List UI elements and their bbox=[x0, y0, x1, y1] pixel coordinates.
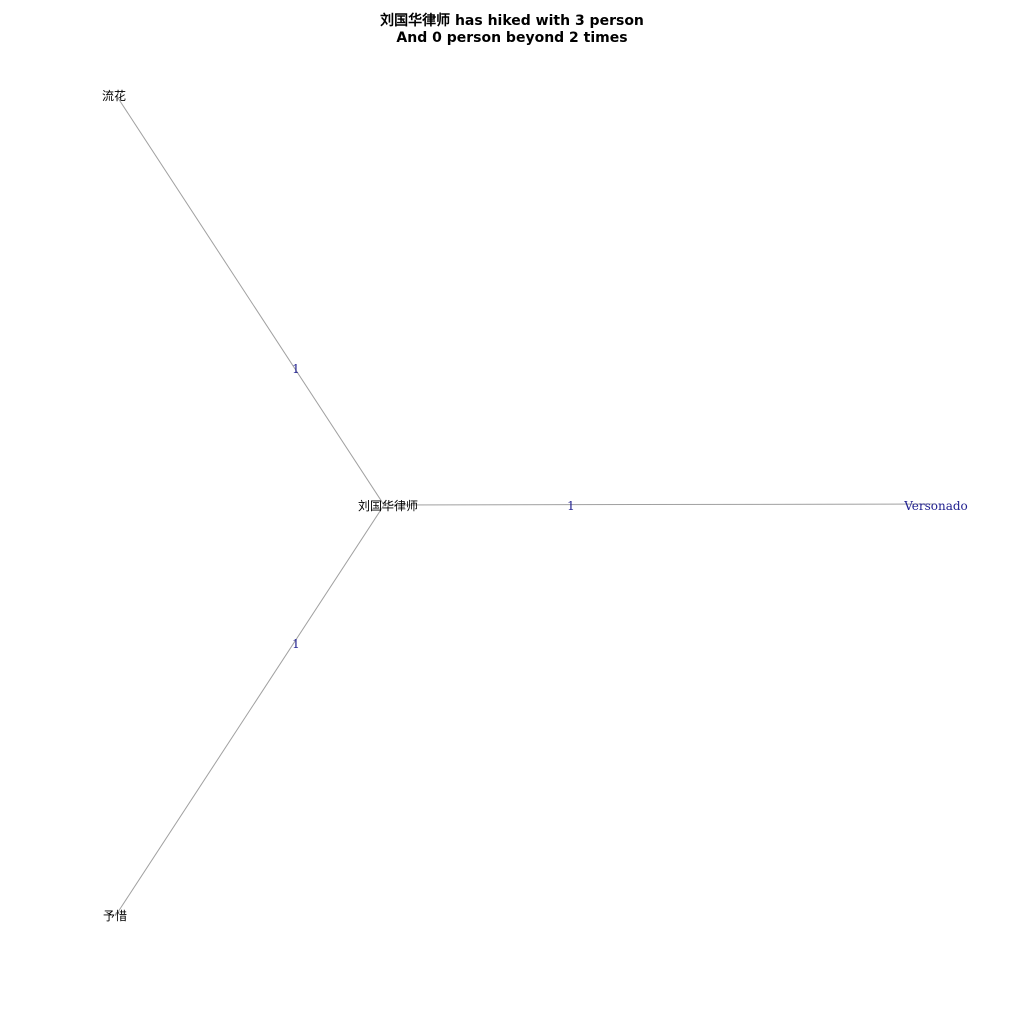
nodes-layer: 刘国华律师 流花 Versonado 予惜 bbox=[102, 88, 968, 923]
edge-weight-label: 1 bbox=[292, 637, 300, 651]
edges-layer bbox=[117, 97, 937, 913]
node-label-center: 刘国华律师 bbox=[358, 499, 418, 513]
figure-subtitle: And 0 person beyond 2 times bbox=[396, 30, 628, 46]
figure-title: 刘国华律师 has hiked with 3 person bbox=[380, 13, 644, 29]
edge-weight-label: 1 bbox=[567, 499, 575, 513]
node-label-versonado: Versonado bbox=[903, 499, 968, 513]
node-label-yuxi: 予惜 bbox=[103, 909, 127, 923]
edge-center-yuxi bbox=[117, 504, 385, 913]
edge-labels-layer: 1 1 1 bbox=[292, 362, 575, 651]
edge-center-versonado bbox=[383, 503, 937, 506]
edge-center-liuhua bbox=[117, 97, 385, 506]
node-label-liuhua: 流花 bbox=[102, 88, 126, 103]
edge-weight-label: 1 bbox=[292, 362, 300, 376]
